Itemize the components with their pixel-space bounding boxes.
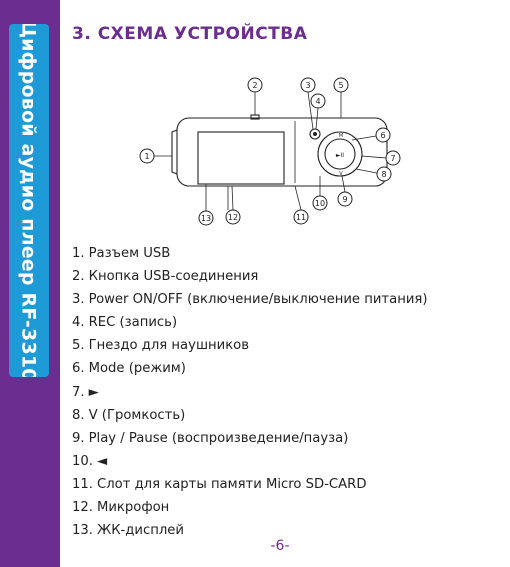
legend-item: 1.Разъем USB (72, 246, 171, 261)
svg-text:1: 1 (144, 152, 149, 161)
callout-1: 1 (139, 148, 155, 164)
section-title: 3. СХЕМА УСТРОЙСТВА (72, 24, 308, 44)
svg-text:4: 4 (315, 97, 320, 106)
nav-wheel-outer (317, 131, 363, 177)
leader-7 (361, 155, 387, 159)
legend-item: 13.ЖК-дисплей (72, 523, 184, 539)
callout-5: 5 (333, 77, 349, 93)
leader-8 (355, 168, 378, 174)
callout-3: 3 (300, 77, 316, 93)
legend-item: 12.Микрофон (72, 500, 170, 516)
mode-label: M (339, 133, 343, 139)
device-diagram: ►II M V 1 2 3 (120, 70, 420, 238)
svg-text:7: 7 (390, 154, 395, 163)
power-button-dot (313, 132, 317, 136)
usb-connector-shape (171, 129, 178, 175)
leader-11 (294, 185, 302, 211)
callout-8: 8 (376, 166, 392, 182)
leader-3 (307, 91, 314, 130)
legend-item: 2.Кнопка USB-соединения (72, 269, 259, 285)
parts-legend: 1.Разъем USB 2.Кнопка USB-соединения 3.P… (72, 242, 427, 542)
svg-text:9: 9 (342, 195, 347, 204)
callout-10: 10 (312, 195, 328, 211)
legend-item: 5.Гнездо для наушников (72, 338, 250, 354)
svg-text:8: 8 (381, 170, 386, 179)
svg-text:11: 11 (296, 213, 306, 222)
callout-6: 6 (375, 127, 391, 143)
svg-text:6: 6 (380, 131, 385, 140)
svg-text:2: 2 (252, 81, 257, 90)
leader-12 (231, 185, 234, 211)
leader-9 (341, 175, 346, 193)
legend-item: 6.Mode (режим) (72, 361, 186, 377)
callout-12: 12 (225, 209, 241, 225)
svg-text:5: 5 (338, 81, 343, 90)
legend-item: 4.REC (запись) (72, 315, 178, 331)
volume-label: V (339, 171, 343, 177)
nav-wheel-inner (324, 138, 356, 170)
legend-item: 10.◄ (72, 453, 108, 469)
sidebar-title-band: Цифровой аудио плеер RF-3310 (9, 24, 49, 377)
power-button-shape (309, 128, 321, 140)
callout-11: 11 (293, 209, 309, 225)
legend-item: 3.Power ON/OFF (включение/выключение пит… (72, 292, 428, 308)
sidebar-title: Цифровой аудио плеер RF-3310 (18, 24, 40, 377)
legend-item: 11.Слот для карты памяти Micro SD-CARD (72, 476, 367, 492)
callout-7: 7 (385, 150, 401, 166)
svg-text:12: 12 (228, 213, 238, 222)
svg-text:3: 3 (305, 81, 310, 90)
callout-9: 9 (337, 191, 353, 207)
lcd-display-shape (197, 131, 285, 185)
legend-item: 8.V (Громкость) (72, 407, 186, 423)
device-diagram-svg: ►II M V 1 2 3 (139, 77, 401, 226)
callout-2: 2 (247, 77, 263, 93)
play-pause-label: ►II (336, 152, 344, 159)
callout-13: 13 (198, 210, 214, 226)
device-body (176, 117, 388, 187)
sidebar: Цифровой аудио плеер RF-3310 (0, 0, 60, 567)
page-number: -6- (270, 538, 290, 554)
legend-item: 7.► (72, 384, 99, 400)
svg-text:13: 13 (201, 214, 211, 223)
legend-item: 9.Play / Pause (воспроизведение/пауза) (72, 430, 349, 446)
leader-6 (351, 135, 377, 141)
svg-text:10: 10 (315, 199, 325, 208)
leader-4 (315, 107, 319, 130)
callout-4: 4 (310, 93, 326, 109)
